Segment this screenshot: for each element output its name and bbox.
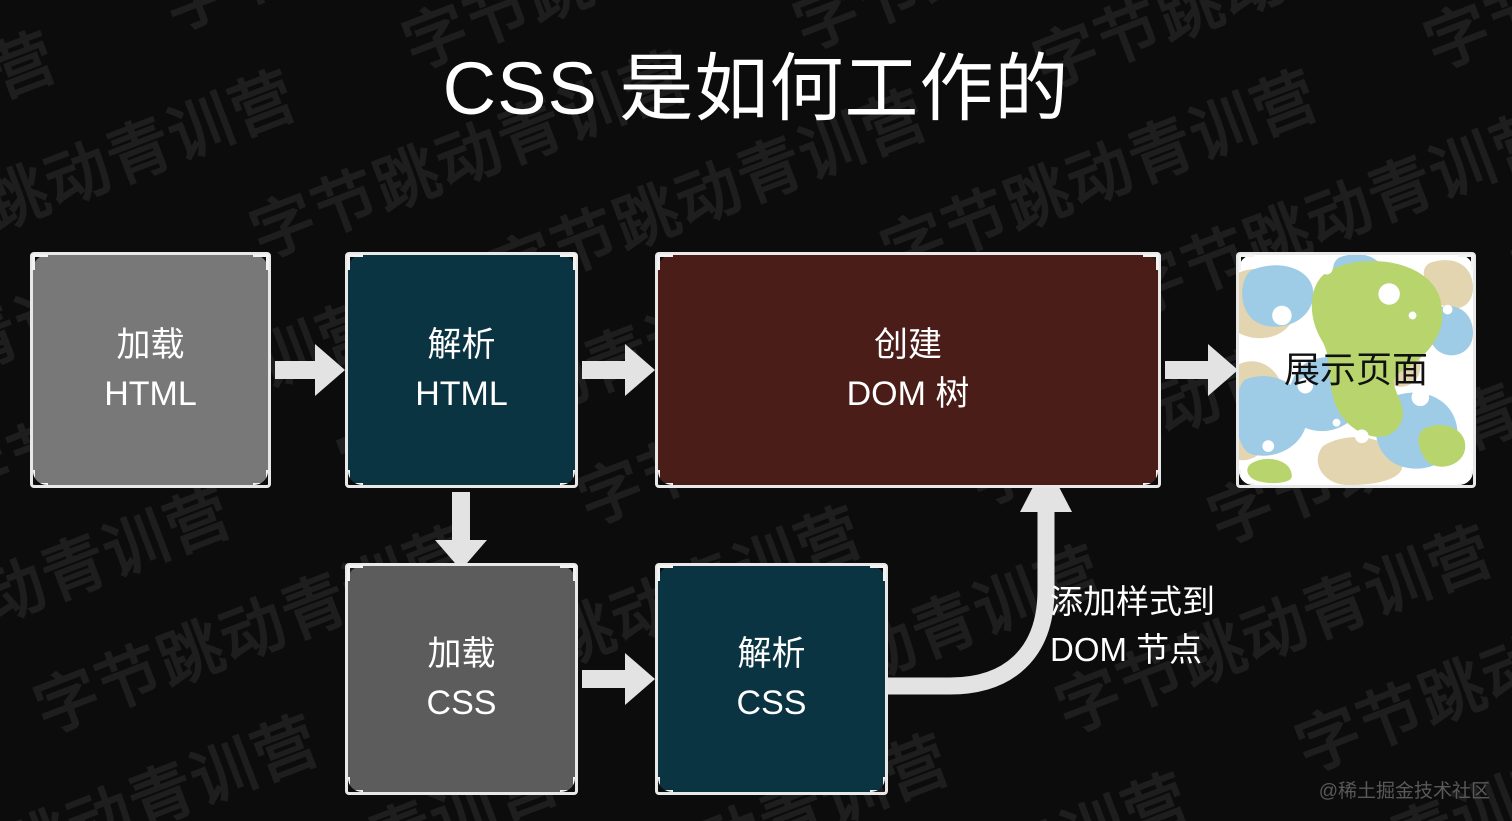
credit-watermark: @稀土掘金技术社区 <box>1318 781 1490 802</box>
curved-arrow-label: 添加样式到 DOM 节点 <box>1050 583 1215 668</box>
flow-node-body: 展示页面 <box>1239 255 1473 485</box>
decorative-blob-artwork <box>1239 255 1473 485</box>
flow-node-parse-css[interactable]: 解析 CSS <box>655 563 888 795</box>
flow-node-label: 解析 CSS <box>736 634 807 722</box>
arrow-shaft <box>582 670 629 688</box>
flow-node-body: 解析 CSS <box>658 566 885 792</box>
flow-node-label: 创建 DOM 树 <box>846 325 970 413</box>
flow-node-label: 解析 HTML <box>415 325 508 413</box>
arrow-head-icon <box>1208 344 1238 396</box>
arrow-head-icon <box>315 344 345 396</box>
arrow-shaft <box>275 361 319 379</box>
flow-node-body: 加载 CSS <box>348 566 575 792</box>
flow-node-render-page[interactable]: 展示页面 <box>1236 252 1476 488</box>
flow-node-load-html[interactable]: 加载 HTML <box>30 252 271 488</box>
arrow-shaft <box>1165 361 1212 379</box>
flow-node-parse-html[interactable]: 解析 HTML <box>345 252 578 488</box>
arrow-shaft <box>452 492 470 544</box>
arrow-head-icon <box>625 344 655 396</box>
flow-node-label: 加载 CSS <box>426 634 497 722</box>
arrow-shaft <box>582 361 629 379</box>
flow-node-create-dom-tree[interactable]: 创建 DOM 树 <box>655 252 1161 488</box>
flow-node-label: 展示页面 <box>1283 348 1428 390</box>
slide-title: CSS 是如何工作的 <box>442 47 1070 130</box>
flow-node-body: 加载 HTML <box>33 255 268 485</box>
flow-node-load-css[interactable]: 加载 CSS <box>345 563 578 795</box>
arrow-head-icon <box>625 653 655 705</box>
flow-node-label: 加载 HTML <box>104 325 197 413</box>
flow-node-body: 解析 HTML <box>348 255 575 485</box>
flow-node-body: 创建 DOM 树 <box>658 255 1158 485</box>
